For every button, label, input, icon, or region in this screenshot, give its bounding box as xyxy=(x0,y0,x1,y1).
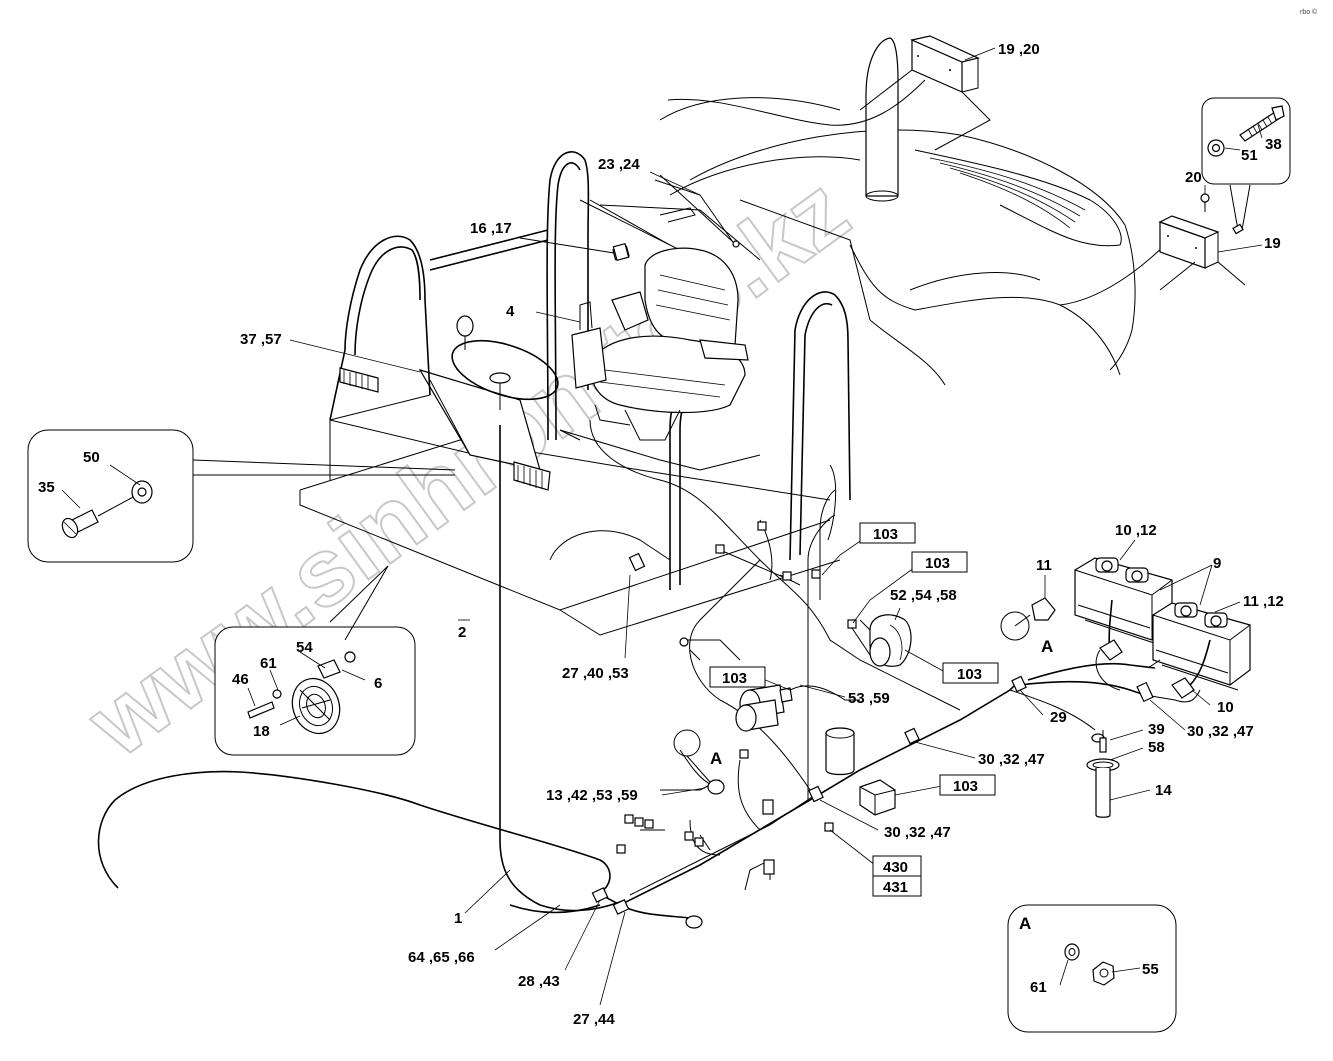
label-A-1: A xyxy=(1041,637,1053,656)
label-30-32-47-c: 30 ,32 ,47 xyxy=(884,824,951,841)
callout-boxes: 103 103 103 103 103 430 431 xyxy=(709,522,999,897)
steering-wheel xyxy=(451,315,559,410)
work-light-left xyxy=(339,367,379,393)
box-103-a-label: 103 xyxy=(873,526,898,543)
box-103-d xyxy=(709,666,766,688)
cylinder-part xyxy=(825,727,855,776)
label-38: 38 xyxy=(1265,136,1282,153)
box-103-c xyxy=(942,662,999,684)
label-16-17: 16 ,17 xyxy=(470,220,512,237)
fuel-sender-14 xyxy=(1086,730,1120,818)
label-18: 18 xyxy=(253,723,270,740)
battery-1 xyxy=(1074,557,1173,646)
label-6: 6 xyxy=(374,675,382,692)
label-11: 11 xyxy=(1036,557,1052,574)
box-103-c-label: 103 xyxy=(957,666,982,683)
label-58: 58 xyxy=(1148,739,1165,756)
label-28-43: 28 ,43 xyxy=(518,973,560,990)
label-61-b: 61 xyxy=(1030,979,1047,996)
lamp-19-20 xyxy=(859,35,991,151)
label-64-65-66: 64 ,65 ,66 xyxy=(408,949,475,966)
label-29: 29 xyxy=(1050,709,1067,726)
label-37-57: 37 ,57 xyxy=(240,331,282,348)
label-9: 9 xyxy=(1213,555,1221,572)
box-103-a xyxy=(859,522,916,544)
screw-20 xyxy=(1200,193,1244,235)
lamp-19 xyxy=(1158,215,1246,291)
box-103-b-label: 103 xyxy=(925,555,950,572)
part-16-17 xyxy=(519,237,630,262)
inset-horn-18 xyxy=(214,565,416,756)
label-19-20: 19 ,20 xyxy=(998,41,1040,58)
work-light-center xyxy=(513,461,551,491)
label-52-54-58: 52 ,54 ,58 xyxy=(890,587,957,604)
label-4: 4 xyxy=(506,303,515,320)
box-103-e-label: 103 xyxy=(953,778,978,795)
inset-35-50 xyxy=(27,429,456,563)
box-103-d-label: 103 xyxy=(722,670,747,687)
box-430-label: 430 xyxy=(883,859,908,876)
label-27-44: 27 ,44 xyxy=(573,1011,615,1028)
operator-seat xyxy=(589,247,749,441)
label-30-32-47-b: 30 ,32 ,47 xyxy=(1187,723,1254,740)
label-39: 39 xyxy=(1148,721,1165,738)
relay-box xyxy=(859,779,896,816)
harness-connectors xyxy=(591,521,1154,929)
label-1: 1 xyxy=(454,910,462,927)
label-53-59: 53 ,59 xyxy=(848,690,890,707)
label-61-a: 61 xyxy=(260,655,277,672)
box-103-b xyxy=(911,551,968,573)
inset-A xyxy=(1007,904,1177,1033)
box-103-e xyxy=(939,774,996,796)
label-46: 46 xyxy=(232,671,249,688)
label-51: 51 xyxy=(1241,147,1258,164)
label-19: 19 xyxy=(1264,235,1281,252)
label-13-42-53-59: 13 ,42 ,53 ,59 xyxy=(546,787,638,804)
beacon-52-54-58 xyxy=(869,614,912,667)
label-A-3: A xyxy=(1019,914,1031,933)
label-55: 55 xyxy=(1142,961,1159,978)
battery-2 xyxy=(1152,602,1251,691)
label-10-12: 10 ,12 xyxy=(1115,522,1157,539)
corner-mark: rbo © xyxy=(1300,8,1318,16)
label-11-12: 11 ,12 xyxy=(1243,593,1284,610)
connector-11 xyxy=(1000,597,1056,641)
label-2: 2 xyxy=(458,624,466,641)
label-30-32-47-a: 30 ,32 ,47 xyxy=(978,751,1045,768)
callout-labels: 19 ,20 23 ,24 16 ,17 4 37 ,57 50 35 2 54… xyxy=(38,41,1284,1028)
lamp-13 xyxy=(673,729,725,795)
horn-53-59 xyxy=(735,684,860,732)
label-14: 14 xyxy=(1155,782,1172,799)
box-431-label: 431 xyxy=(883,879,908,896)
label-20: 20 xyxy=(1185,169,1202,186)
label-23-24: 23 ,24 xyxy=(598,156,640,173)
box-431 xyxy=(872,875,922,897)
label-35: 35 xyxy=(38,479,55,496)
wiring-harness xyxy=(97,79,1201,919)
label-10: 10 xyxy=(1217,699,1234,716)
leader-lines xyxy=(61,47,1263,1006)
battery-cables xyxy=(1099,599,1211,699)
inset-38-51 xyxy=(1201,97,1291,231)
label-A-2: A xyxy=(710,749,722,768)
label-54: 54 xyxy=(296,639,313,656)
part-23-24 xyxy=(659,174,740,248)
label-27-40-53: 27 ,40 ,53 xyxy=(562,665,629,682)
engine-hood xyxy=(599,37,1136,386)
label-50: 50 xyxy=(83,449,100,466)
